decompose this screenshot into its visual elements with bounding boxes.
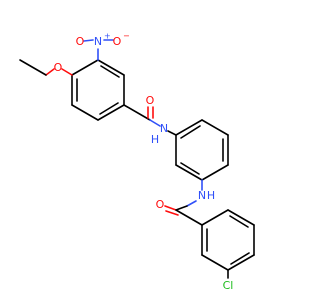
- nitro-n-label: N: [94, 35, 102, 48]
- nitro-o2-label: O: [113, 35, 122, 48]
- ring-c: [201, 209, 255, 271]
- nitro-o1-label: O: [76, 35, 85, 48]
- amide2-h-label: H: [207, 189, 215, 202]
- molecule-diagram: N + O O − O O N H N H O Cl: [19, 32, 255, 293]
- ring-b: [175, 119, 229, 181]
- carbonyl2-o-label: O: [156, 198, 165, 211]
- amide1-n-label: N: [160, 122, 168, 135]
- nitro-group: [83, 39, 114, 61]
- atom-labels: N + O O − O O N H N H O Cl: [54, 32, 234, 293]
- structure-canvas: N + O O − O O N H N H O Cl: [19, 32, 255, 293]
- carbonyl1-o-label: O: [146, 94, 155, 107]
- ethoxy-group: [19, 59, 73, 76]
- nitro-o2-charge: −: [123, 32, 130, 41]
- amide-2: [164, 179, 203, 226]
- ether-o-label: O: [54, 61, 63, 74]
- amide-1: [123, 104, 177, 136]
- chloro-label: Cl: [223, 279, 234, 292]
- ring-a: [71, 59, 125, 121]
- amide2-n-label: N: [198, 189, 206, 202]
- nitro-n-charge: +: [104, 32, 111, 41]
- amide1-h-label: H: [151, 133, 159, 146]
